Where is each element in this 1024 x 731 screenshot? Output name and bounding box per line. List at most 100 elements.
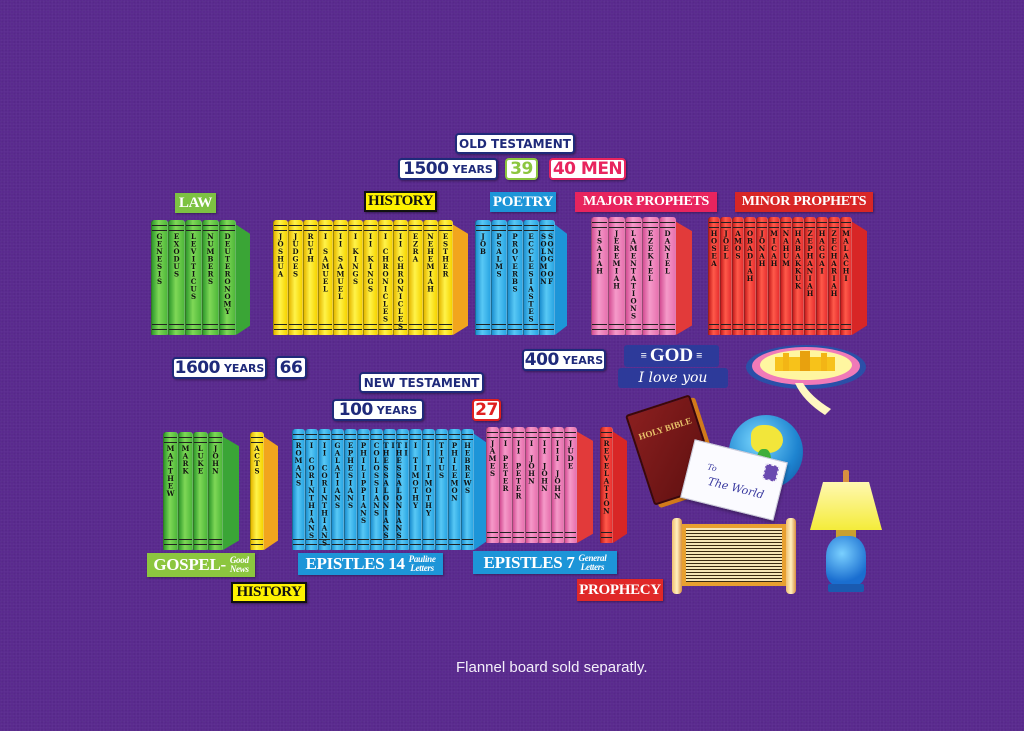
book-title: I TIMOTHY bbox=[411, 441, 420, 509]
book-spine: REVELATION bbox=[600, 427, 613, 543]
book-title: II JOHN bbox=[540, 439, 549, 492]
book-title: I CORINTHIANS bbox=[307, 441, 316, 539]
book-title: II KINGS bbox=[366, 232, 375, 292]
book-title: JAMES bbox=[488, 439, 497, 477]
poetry-label: POETRY bbox=[490, 192, 556, 212]
book-title: JUDGES bbox=[291, 232, 300, 277]
nt-history-label: HISTORY bbox=[231, 582, 307, 603]
major-prophets-label: MAJOR PROPHETS bbox=[575, 192, 717, 212]
book-title: PHILIPPIANS bbox=[359, 441, 368, 524]
book-title: PSALMS bbox=[494, 232, 504, 277]
book-title: ZECHARIAH bbox=[829, 229, 839, 297]
book-title: HABAKKUK bbox=[793, 229, 803, 289]
book-title: I THESSALONIANS bbox=[381, 441, 398, 539]
god-banner: ≡ GOD ≡ bbox=[624, 345, 719, 367]
book-spine: ZECHARIAH bbox=[828, 217, 840, 335]
shelf-side bbox=[852, 221, 867, 335]
book-title: JEREMIAH bbox=[612, 229, 621, 289]
book-title: II CHRONICLES bbox=[396, 232, 405, 330]
footer-caption: Flannel board sold separatly. bbox=[456, 659, 648, 676]
scroll-icon bbox=[672, 516, 796, 598]
book-spine: PSALMS bbox=[491, 220, 507, 335]
book-title: II CORINTHIANS bbox=[320, 441, 329, 546]
book-title: ISAIAH bbox=[595, 229, 604, 274]
book-title: PROVERBS bbox=[510, 232, 520, 292]
book-title: JOEL bbox=[721, 229, 731, 259]
book-spine: JUDE bbox=[564, 427, 577, 543]
book-spine: HAGGAI bbox=[816, 217, 828, 335]
book-spine: I SAMUEL bbox=[318, 220, 333, 335]
book-spine: II THESSALONIANS bbox=[395, 429, 411, 550]
book-spine: JUDGES bbox=[288, 220, 303, 335]
book-title: ESTHER bbox=[441, 232, 450, 277]
book-spine: ECCLESIASTES bbox=[523, 220, 539, 335]
shelf-side bbox=[474, 433, 488, 550]
book-title: EZRA bbox=[411, 232, 420, 262]
book-spine: II CHRONICLES bbox=[393, 220, 408, 335]
book-spine: I TIMOTHY bbox=[409, 429, 422, 550]
rays-right-icon: ≡ bbox=[696, 350, 703, 362]
book-spine: JOB bbox=[475, 220, 491, 335]
book-spine: EZRA bbox=[408, 220, 423, 335]
book-spine: MARK bbox=[178, 432, 193, 550]
book-title: LEVITICUS bbox=[189, 232, 198, 300]
book-title: JONAH bbox=[757, 229, 767, 267]
book-spine: LUKE bbox=[193, 432, 208, 550]
ot-book-count: 39 bbox=[505, 158, 538, 180]
acts-shelf: ACTS bbox=[250, 432, 278, 550]
book-title: MARK bbox=[181, 444, 190, 474]
book-title: HEBREWS bbox=[463, 441, 472, 494]
book-spine: ESTHER bbox=[438, 220, 453, 335]
book-title: ZEPHANIAH bbox=[805, 229, 815, 297]
book-spine: II SAMUEL bbox=[333, 220, 348, 335]
book-spine: ACTS bbox=[250, 432, 264, 550]
book-spine: HABAKKUK bbox=[792, 217, 804, 335]
book-spine: MATTHEW bbox=[163, 432, 178, 550]
new-testament-title: NEW TESTAMENT bbox=[359, 372, 484, 393]
book-spine: EZEKIEL bbox=[642, 217, 659, 335]
book-spine: EXODUS bbox=[168, 220, 185, 335]
book-spine: II PETER bbox=[512, 427, 525, 543]
book-title: I PETER bbox=[501, 439, 510, 492]
book-spine: LEVITICUS bbox=[185, 220, 202, 335]
shelf-side bbox=[676, 221, 692, 335]
nt-years-label: 100 YEARS bbox=[332, 399, 424, 421]
book-spine: ZEPHANIAH bbox=[804, 217, 816, 335]
book-title: JOB bbox=[478, 232, 488, 255]
book-spine: I KINGS bbox=[348, 220, 363, 335]
ot-history-label: HISTORY bbox=[364, 191, 437, 212]
gospel-label: GOSPEL- Good News bbox=[147, 553, 255, 577]
book-title: COLOSSIANS bbox=[372, 441, 381, 516]
book-title: TITUS bbox=[437, 441, 446, 479]
book-spine: I JOHN bbox=[525, 427, 538, 543]
book-spine: HEBREWS bbox=[461, 429, 474, 550]
book-spine: HOSEA bbox=[708, 217, 720, 335]
book-spine: I CORINTHIANS bbox=[305, 429, 318, 550]
book-title: LAMENTATIONS bbox=[629, 229, 638, 319]
book-spine: ISAIAH bbox=[591, 217, 608, 335]
old-testament-title: OLD TESTAMENT bbox=[455, 133, 575, 154]
book-spine: II CORINTHIANS bbox=[318, 429, 331, 550]
shelf-side bbox=[453, 224, 468, 335]
book-title: I KINGS bbox=[351, 232, 360, 285]
book-spine: III JOHN bbox=[551, 427, 564, 543]
book-spine: I CHRONICLES bbox=[378, 220, 393, 335]
book-title: MATTHEW bbox=[166, 444, 175, 497]
book-spine: NUMBERS bbox=[202, 220, 219, 335]
lamp-icon bbox=[806, 470, 886, 595]
bible-years-label: 1600 YEARS bbox=[172, 357, 267, 379]
book-spine: JOEL bbox=[720, 217, 732, 335]
prophecy-shelf: REVELATION bbox=[600, 427, 627, 543]
book-title: OBADIAH bbox=[745, 229, 755, 282]
shelf-side bbox=[236, 224, 250, 335]
book-title: I SAMUEL bbox=[321, 232, 330, 292]
book-title: II PETER bbox=[514, 439, 523, 499]
book-spine: SONG OF SOLOMON bbox=[539, 220, 555, 335]
book-title: MICAH bbox=[769, 229, 779, 267]
book-spine: COLOSSIANS bbox=[370, 429, 383, 550]
book-spine: I PETER bbox=[499, 427, 512, 543]
